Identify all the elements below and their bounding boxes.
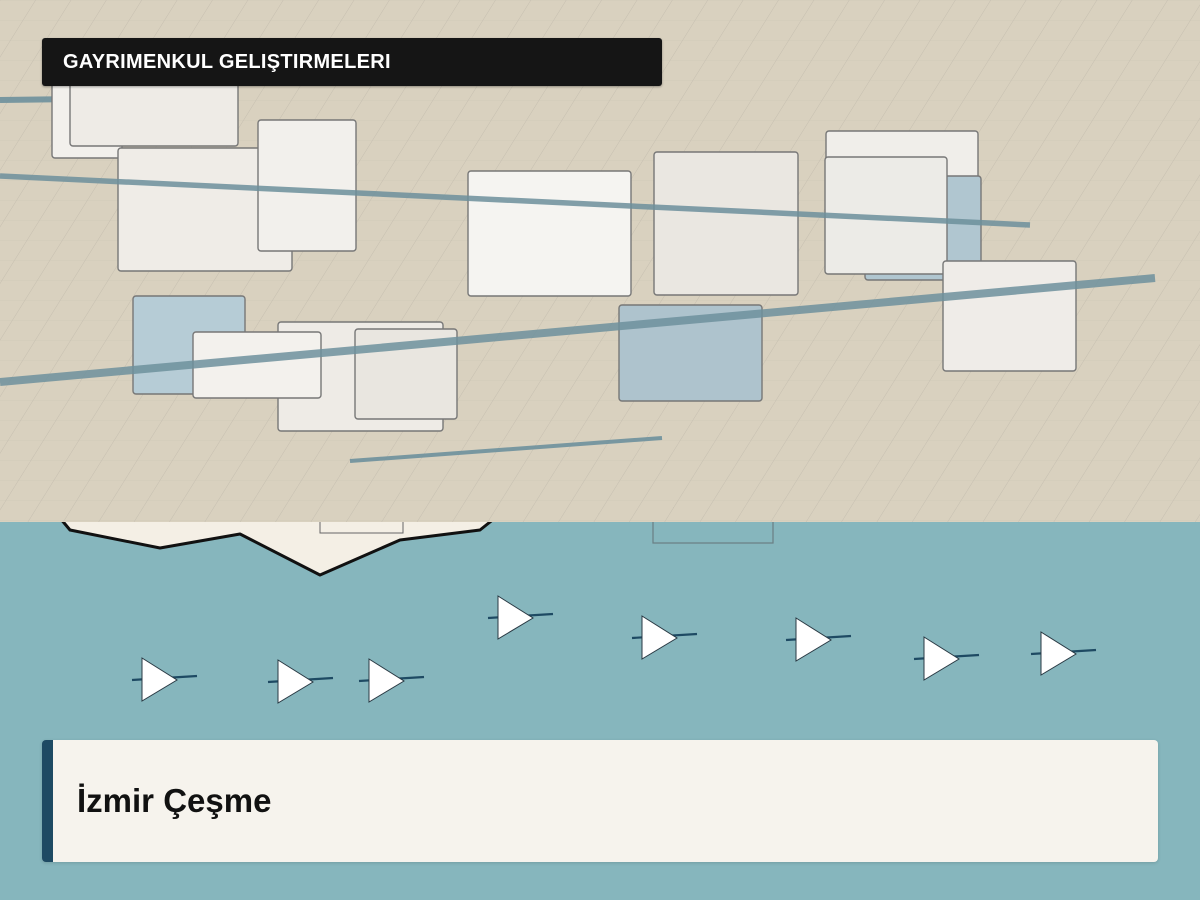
boat-hull: [1040, 631, 1077, 676]
building: [257, 119, 357, 252]
sailboat-icon[interactable]: [487, 595, 554, 640]
location-card[interactable]: İzmir Çeşme: [42, 740, 1158, 862]
building: [69, 79, 239, 147]
building-highlighted: [618, 304, 763, 402]
boat-hull: [795, 617, 832, 662]
building: [467, 170, 632, 297]
boat-hull: [368, 658, 405, 703]
sailboat-icon[interactable]: [1030, 631, 1097, 676]
location-label: İzmir Çeşme: [77, 782, 272, 819]
boats[interactable]: [131, 595, 1097, 704]
roads-lower: [0, 274, 1156, 463]
sailboat-icon[interactable]: [131, 657, 198, 702]
building: [942, 260, 1077, 372]
page-title: GAYRIMENKUL GELIŞTIRMELERI: [63, 50, 391, 73]
building: [653, 151, 799, 296]
sailboat-icon[interactable]: [913, 636, 980, 681]
boat-hull: [641, 615, 678, 660]
sailboat-icon[interactable]: [267, 659, 334, 704]
buildings: [51, 79, 1077, 372]
road-main-upper: [0, 173, 1031, 228]
boat-hull: [497, 595, 534, 640]
sailboat-icon[interactable]: [631, 615, 698, 660]
boat-hull: [923, 636, 960, 681]
road: [349, 436, 663, 463]
boat-hull: [277, 659, 314, 704]
header-bar: GAYRIMENKUL GELIŞTIRMELERI: [42, 38, 662, 86]
sailboat-icon[interactable]: [358, 658, 425, 703]
boat-hull: [141, 657, 178, 702]
sailboat-icon[interactable]: [785, 617, 852, 662]
road-main-lower: [0, 274, 1156, 386]
